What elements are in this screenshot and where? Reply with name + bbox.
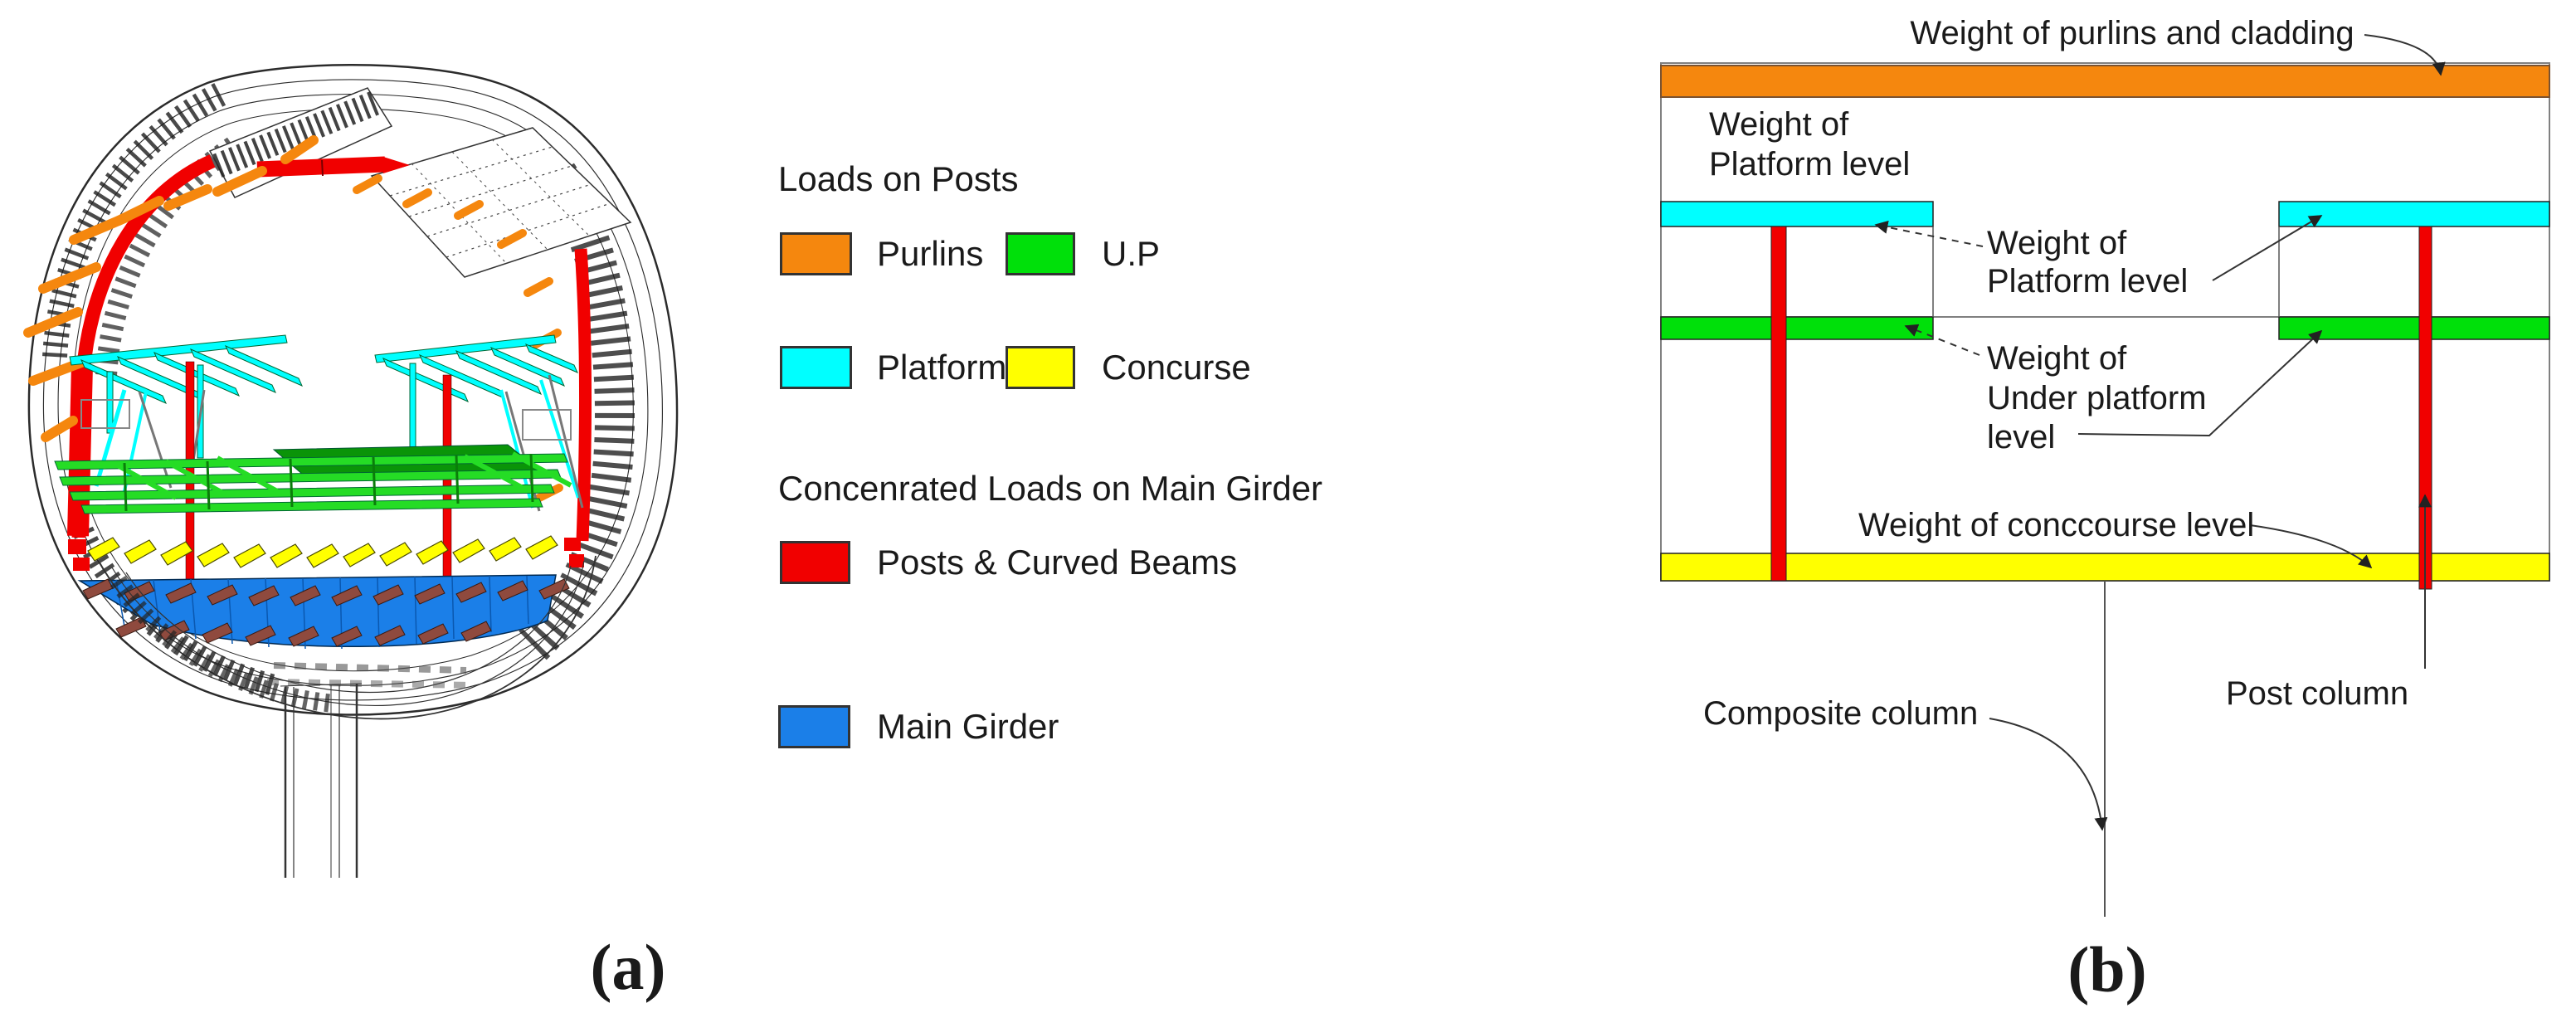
platform-slab-right [2278,201,2550,227]
underplatform-slab-left [1660,316,1934,340]
label-platform-top-2: Platform level [1709,146,1910,183]
arrow-platform-right [2212,215,2323,281]
orange-purlins-3d [23,135,563,503]
panel-b-load-diagram: Weight of purlins and cladding Weight of… [1660,15,2550,1006]
label-purlins-cladding: Weight of purlins and cladding [1910,15,2354,51]
legend-label-purlins: Purlins [877,234,984,273]
arrow-underplatform-right [2077,329,2323,437]
legend-swatch-concurse [1006,346,1075,389]
label-platform-mid-1: Weight of [1987,225,2127,261]
legend-label-main-girder: Main Girder [877,707,1059,746]
caption-a: (a) [591,931,666,1003]
arrow-concourse [2249,524,2373,569]
legend-title-loads-on-posts: Loads on Posts [778,159,1019,198]
arrow-platform-left [1874,221,1984,247]
roof-panel-right [370,127,632,278]
red-curved-beams [67,154,592,571]
label-underplatform-3: level [1987,419,2055,455]
legend-label-posts-curved-beams: Posts & Curved Beams [877,543,1238,582]
legend-label-platform: Platform [877,348,1007,387]
brown-stiffeners [82,578,570,647]
green-underplatform-grid [54,444,572,514]
label-post-column: Post column [2226,675,2408,712]
legend-swatch-purlins [780,232,852,275]
legend-label-concurse: Concurse [1102,348,1251,387]
yellow-concourse-beams [87,535,558,568]
post-column-left [1770,226,1787,582]
platform-slab-left [1660,201,1934,227]
legend-swatch-main-girder [778,705,850,748]
label-underplatform-1: Weight of [1987,340,2127,377]
caption-b: (b) [2067,933,2146,1006]
legend-title-main-girder: Concenrated Loads on Main Girder [778,469,1323,508]
label-platform-top-1: Weight of [1709,106,1849,143]
label-concourse: Weight of conccourse level [1858,507,2254,543]
bottom-shell [99,555,597,720]
gray-braces [80,374,584,512]
purlins-cladding-bar [1660,65,2550,98]
legend-swatch-platform [780,346,852,389]
legend-swatch-posts-curved-beams [780,541,850,584]
label-platform-mid-2: Platform level [1987,263,2188,300]
arrow-purlins-cladding [2364,34,2446,76]
arrow-underplatform-left [1904,324,1980,356]
pointer-lines [1874,34,2446,831]
legend-label-up: U.P [1102,234,1161,273]
label-underplatform-2: Under platform [1987,380,2207,416]
legend-swatch-up [1006,232,1075,275]
label-composite-column: Composite column [1703,695,1978,732]
arrow-composite-column [1989,718,2108,831]
panel-a-3d-model: (a) [23,64,679,1003]
underplatform-slab-right [2278,316,2550,340]
support-column [280,683,363,878]
concourse-bar [1660,553,2550,582]
